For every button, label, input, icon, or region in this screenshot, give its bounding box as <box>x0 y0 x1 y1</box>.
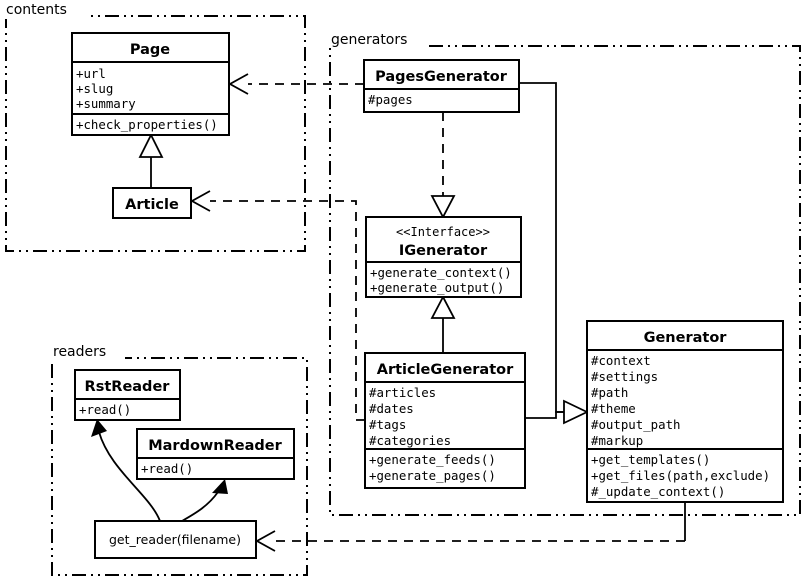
edge-articlegenerator-implements-igenerator <box>430 295 456 353</box>
class-article[interactable]: Article <box>112 187 192 219</box>
class-igenerator-stereotype: <<Interface>> <box>396 225 490 239</box>
package-contents-label: contents <box>6 2 67 18</box>
class-igenerator-method-generate-output: +generate_output() <box>370 280 504 295</box>
class-mardownreader[interactable]: MardownReader +read() <box>136 428 295 480</box>
dependency-arrowhead <box>190 190 211 212</box>
edge-curve <box>181 491 219 522</box>
package-generators-label: generators <box>331 32 407 48</box>
class-rstreader-name: RstReader <box>85 379 171 395</box>
class-generator-attribute-theme: #theme <box>591 401 636 416</box>
class-pagesgenerator-attribute-pages: #pages <box>368 92 413 107</box>
dependency-arrowhead <box>228 73 249 95</box>
package-readers-label: readers <box>53 344 106 360</box>
class-articlegenerator-attribute-dates: #dates <box>369 401 414 416</box>
class-mardownreader-box[interactable] <box>136 428 295 480</box>
generalization-arrowhead <box>563 399 590 425</box>
class-articlegenerator-name: ArticleGenerator <box>377 362 514 378</box>
class-articlegenerator-method-generate-pages: +generate_pages() <box>369 468 496 483</box>
edge-get-reader-returns-rstreader <box>91 419 161 522</box>
class-page-attribute-url: +url <box>76 66 106 81</box>
class-article-box[interactable] <box>112 187 192 219</box>
function-get-reader-box[interactable] <box>94 520 257 559</box>
class-rstreader-box[interactable] <box>74 369 181 421</box>
class-articlegenerator-attribute-categories: #categories <box>369 433 451 448</box>
class-igenerator[interactable]: <<Interface>> IGenerator +generate_conte… <box>365 216 522 298</box>
class-pagesgenerator[interactable]: PagesGenerator #pages <box>363 59 520 113</box>
class-rstreader[interactable]: RstReader +read() <box>74 369 181 421</box>
class-articlegenerator-attribute-articles: #articles <box>369 385 436 400</box>
edge-line <box>210 200 365 421</box>
class-generator-attribute-output-path: #output_path <box>591 417 681 432</box>
package-contents-label-bg <box>0 0 88 19</box>
class-articlegenerator-method-generate-feeds: +generate_feeds() <box>369 452 496 467</box>
return-arrowhead <box>212 479 228 494</box>
edge-pagesgenerator-uses-page <box>228 73 364 95</box>
class-page-attribute-summary: +summary <box>76 96 136 111</box>
class-page-method-check-properties: +check_properties() <box>76 117 218 132</box>
edge-curve <box>98 431 161 522</box>
class-articlegenerator-attribute-tags: #tags <box>369 417 406 432</box>
edge-article-inherits-page <box>138 132 164 188</box>
class-igenerator-box[interactable] <box>365 216 522 298</box>
class-page-attribute-slug: +slug <box>76 81 113 96</box>
class-generator-attribute-context: #context <box>591 353 651 368</box>
realization-arrowhead <box>430 195 456 219</box>
class-generator-method-get-templates: +get_templates() <box>591 452 710 467</box>
edge-get-reader-returns-mardownreader <box>181 479 228 522</box>
edge-generator-uses-get-reader <box>255 502 686 552</box>
class-articlegenerator-box[interactable] <box>364 352 526 489</box>
class-generator-method-update-context: #_update_context() <box>591 484 725 499</box>
class-mardownreader-method-read: +read() <box>141 461 193 476</box>
return-arrowhead <box>91 419 107 437</box>
package-generators: generators <box>327 29 801 516</box>
package-readers-label-bg <box>49 341 125 360</box>
function-get-reader-label: get_reader(filename) <box>109 532 241 547</box>
edge-line <box>525 411 564 419</box>
class-generator-attribute-markup: #markup <box>591 433 643 448</box>
class-generator[interactable]: Generator #context #settings #path #them… <box>586 320 784 503</box>
function-get-reader[interactable]: get_reader(filename) <box>94 520 257 559</box>
package-generators-label-bg <box>327 29 425 48</box>
package-readers-border <box>51 357 308 576</box>
edge-pagesgenerator-realizes-igenerator <box>430 112 456 219</box>
generalization-arrowhead <box>430 295 456 319</box>
class-generator-box[interactable] <box>586 320 784 503</box>
dependency-arrowhead <box>255 530 276 552</box>
class-igenerator-name: IGenerator <box>399 243 488 259</box>
class-pagesgenerator-name: PagesGenerator <box>375 69 508 85</box>
class-mardownreader-name: MardownReader <box>148 438 282 454</box>
class-generator-method-get-files: +get_files(path,exclude) <box>591 468 770 483</box>
class-page-box[interactable] <box>71 32 230 136</box>
class-pagesgenerator-box[interactable] <box>363 59 520 113</box>
generalization-arrowhead <box>138 132 164 158</box>
class-generator-attribute-settings: #settings <box>591 369 658 384</box>
package-contents-border <box>5 15 306 252</box>
class-article-name: Article <box>125 197 179 213</box>
edge-articlegenerator-uses-article <box>190 190 365 421</box>
class-rstreader-method-read: +read() <box>79 402 131 417</box>
edge-articlegenerator-extends-generator <box>525 399 590 425</box>
class-page[interactable]: Page +url +slug +summary +check_properti… <box>71 32 230 136</box>
class-page-name: Page <box>130 42 170 58</box>
class-articlegenerator[interactable]: ArticleGenerator #articles #dates #tags … <box>364 352 526 489</box>
class-generator-name: Generator <box>644 330 728 346</box>
package-readers: readers <box>49 341 308 576</box>
class-igenerator-method-generate-context: +generate_context() <box>370 265 512 280</box>
package-contents: contents <box>0 0 306 252</box>
class-generator-attribute-path: #path <box>591 385 628 400</box>
